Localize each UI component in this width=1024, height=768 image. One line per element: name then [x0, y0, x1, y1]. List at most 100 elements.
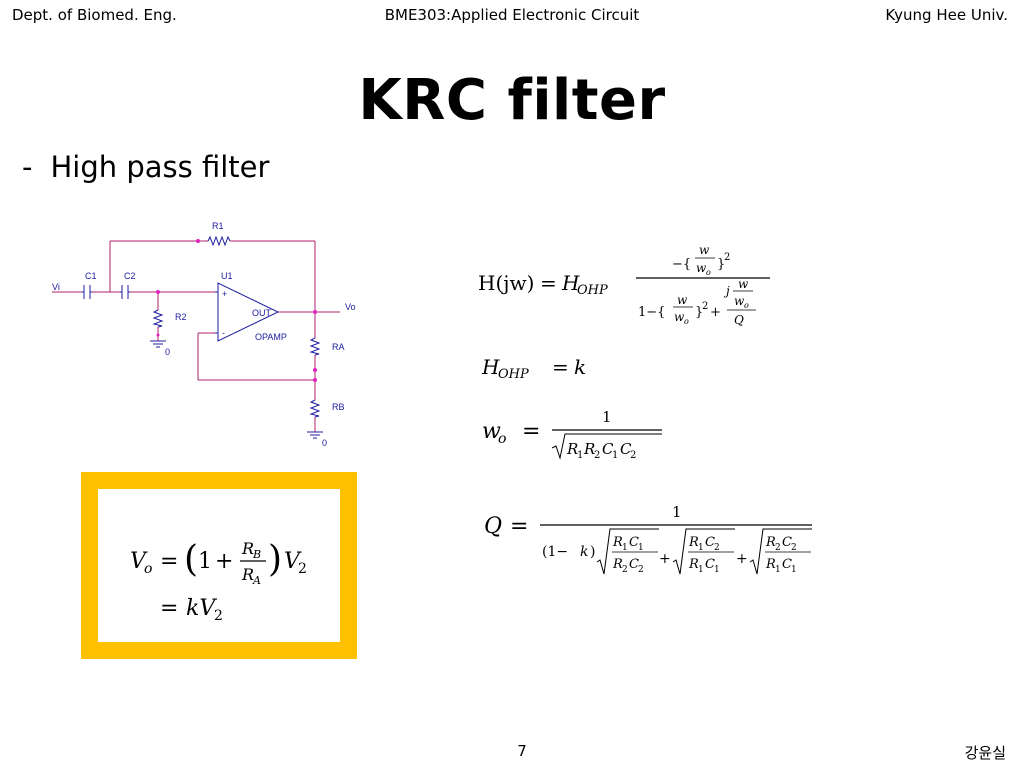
h-ohp-equation: H OHP = k: [481, 355, 586, 382]
q1-c-top-sub: 1: [638, 543, 644, 553]
vo-eq: =: [160, 549, 178, 574]
filter-equations: H(jw) = H OHP −{ w w o } 2 1−{ w w o } 2…: [478, 243, 812, 575]
high-pass-krc-schematic: R1 C1 C2 U1 Vi Vo R2 OUT OPAMP RA RB 0 0…: [52, 221, 356, 448]
wo-r2-sub: 2: [594, 450, 600, 461]
transfer-function: H(jw) = H OHP −{ w w o } 2 1−{ w w o } 2…: [478, 243, 770, 327]
wo-sqrt: [551, 433, 662, 460]
q2-r-bot: R: [688, 557, 699, 572]
hohp-eq: =: [552, 355, 569, 379]
q-k: k: [580, 544, 588, 560]
vo-formula-box: V o = ( 1 + R B R A ) V 2 = kV 2: [81, 472, 357, 659]
q3-c-bot-sub: 1: [791, 565, 797, 575]
q-plus-1: +: [659, 551, 671, 567]
hohp-symbol: H: [481, 355, 500, 379]
wo-c1: C: [602, 440, 614, 458]
num-w: w: [699, 243, 710, 257]
q1-c-top: C: [629, 535, 639, 550]
q-sqrt-3: [749, 528, 812, 575]
label-ground-2: 0: [322, 438, 327, 448]
vo-formula-box-inner: V o = ( 1 + R B R A ) V 2 = kV 2: [98, 489, 340, 642]
wo-r2: R: [583, 440, 595, 458]
q3-c-top: C: [782, 535, 792, 550]
label-r1: R1: [212, 221, 224, 231]
q-sqrt-1: [596, 528, 659, 575]
den-square: 2: [702, 301, 708, 312]
bullet-item: -High pass filter: [22, 150, 269, 184]
wo-eq: =: [522, 419, 540, 444]
kv2-sub: 2: [214, 608, 223, 624]
rb-sub: B: [252, 548, 261, 561]
wo-symbol: w: [482, 419, 501, 444]
vo-symbol: V: [130, 549, 148, 574]
label-r2: R2: [175, 312, 187, 322]
header-course: BME303:Applied Electronic Circuit: [384, 6, 640, 24]
h-ohp-symbol: H: [561, 271, 580, 295]
circuit-wires: [52, 240, 340, 432]
h-eq: =: [540, 271, 557, 295]
q2-r-bot-sub: 1: [698, 565, 704, 575]
v2-symbol: V: [284, 549, 302, 574]
den-w: w: [677, 293, 688, 307]
den-j-wo: w: [734, 294, 745, 308]
label-plus: +: [222, 289, 227, 299]
vo-one: 1: [198, 549, 212, 574]
q1-r-bot-sub: 2: [622, 565, 628, 575]
num-minus-brace: −{: [672, 257, 691, 272]
q1-c-bot: C: [629, 557, 639, 572]
den-wo-sub: o: [684, 317, 689, 326]
label-vo: Vo: [345, 302, 356, 312]
label-out: OUT: [252, 308, 272, 318]
paren-right: ): [268, 539, 282, 580]
v2-sub: 2: [298, 561, 307, 577]
q1-r-bot: R: [612, 557, 623, 572]
q3-c-bot: C: [782, 557, 792, 572]
q-symbol: Q: [484, 514, 502, 539]
page-number: 7: [517, 742, 527, 760]
circuit-nodes: [156, 239, 317, 382]
ra-symbol: R: [241, 565, 254, 584]
paren-left: (: [184, 539, 198, 580]
wo-r1-sub: 1: [577, 450, 583, 461]
kv2-symbol: kV: [186, 596, 217, 621]
h-jw: H(jw): [478, 271, 534, 295]
hohp-sub: OHP: [498, 367, 529, 382]
den-j: j: [723, 284, 730, 298]
den-plus: +: [710, 305, 721, 320]
den-j-wo-sub: o: [744, 301, 749, 310]
wo-r1: R: [566, 440, 578, 458]
q3-r-top-sub: 2: [775, 543, 781, 553]
label-vi: Vi: [52, 282, 60, 292]
label-opamp: OPAMP: [255, 332, 287, 342]
vo-sub: o: [144, 561, 152, 577]
q3-r-top: R: [765, 535, 776, 550]
header-university: Kyung Hee Univ.: [885, 6, 1008, 24]
num-close-brace: }: [717, 257, 725, 272]
label-c2: C2: [124, 271, 136, 281]
wo-c1-sub: 1: [612, 450, 618, 461]
wo-c2-sub: 2: [630, 450, 636, 461]
label-c1: C1: [85, 271, 97, 281]
q-plus-2: +: [736, 551, 748, 567]
label-u1: U1: [221, 271, 233, 281]
q2-c-bot: C: [705, 557, 715, 572]
q-sqrt-2: [672, 528, 735, 575]
rb-symbol: R: [241, 539, 254, 558]
label-ra: RA: [332, 342, 345, 352]
q1-r-top-sub: 1: [622, 543, 628, 553]
den-q: Q: [734, 313, 744, 327]
wo-c2: C: [620, 440, 632, 458]
q-eq: =: [510, 514, 528, 539]
vo-plus: +: [215, 549, 233, 574]
author-name: 강윤실: [964, 744, 1006, 762]
q3-c-top-sub: 2: [791, 543, 797, 553]
den-wo: w: [674, 310, 685, 324]
q1-r-top: R: [612, 535, 623, 550]
den-prefix: 1−{: [638, 305, 665, 320]
den-close-brace: }: [695, 305, 703, 320]
q-pre: (1−: [542, 544, 568, 560]
q1-c-bot-sub: 2: [638, 565, 644, 575]
q-num: 1: [672, 503, 682, 521]
ra-sub: A: [252, 574, 261, 587]
label-rb: RB: [332, 402, 345, 412]
circuit-components: [82, 235, 323, 439]
